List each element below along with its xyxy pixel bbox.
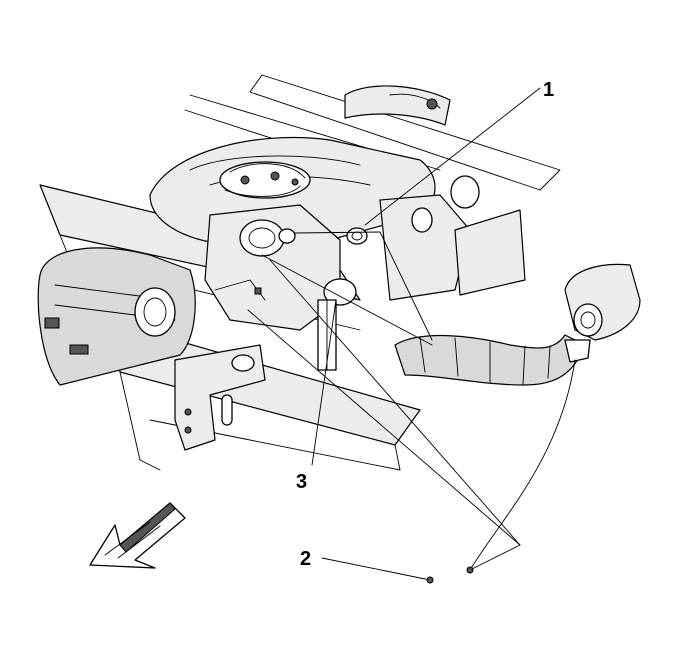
exhaust-hanger-insulator <box>346 227 368 245</box>
catalytic-converter <box>564 263 641 363</box>
rear-component <box>344 85 451 126</box>
left-crossmember <box>37 247 196 386</box>
hanger-ring <box>317 278 357 371</box>
callout-1: 1 <box>543 79 554 101</box>
callout-2: 2 <box>300 548 311 570</box>
callout-3: 3 <box>296 471 307 493</box>
leader-lines <box>247 87 576 584</box>
front-direction-arrow-icon <box>89 502 186 569</box>
center-crossmember <box>204 204 341 331</box>
lower-support <box>174 344 266 451</box>
right-bracket <box>379 175 526 301</box>
exhaust-pipe <box>394 334 586 386</box>
